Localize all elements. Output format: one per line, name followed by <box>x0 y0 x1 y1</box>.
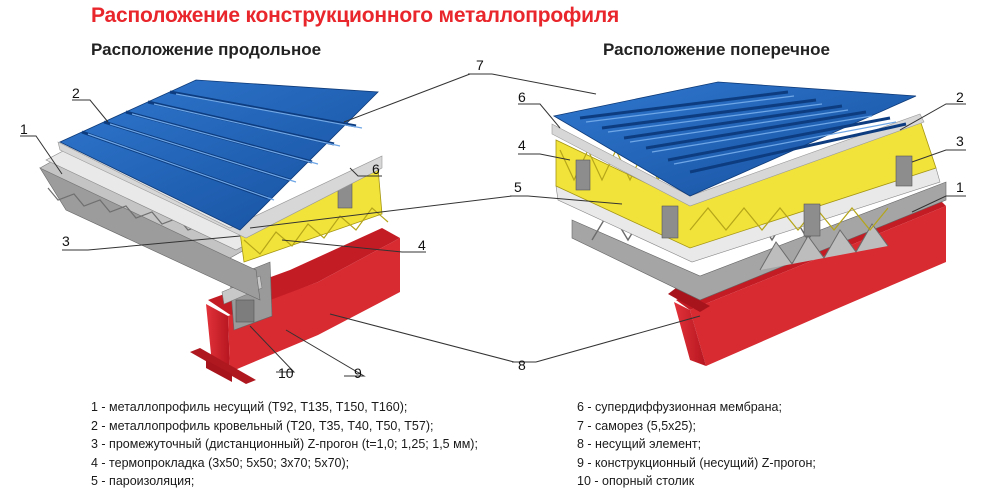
callout-7: 7 <box>476 57 484 73</box>
legend-item-1: 1 - металлопрофиль несущий (Т92, Т135, Т… <box>91 400 408 414</box>
left-membrane <box>57 141 383 239</box>
legend-item-5: 5 - пароизоляция; <box>91 474 195 489</box>
leader-lines <box>20 73 966 377</box>
callout-10: 10 <box>278 365 294 381</box>
callout-4-right: 4 <box>518 137 526 153</box>
legend-item-2: 2 - металлопрофиль кровельный (Т20, Т35,… <box>91 418 434 433</box>
diagram-title: Расположение конструкционного металлопро… <box>91 4 620 27</box>
legend-left: 1 - металлопрофиль несущий (Т92, Т135, Т… <box>91 398 561 491</box>
callout-9: 9 <box>354 365 362 381</box>
left-roof-sheet <box>59 79 379 231</box>
callout-2-left: 2 <box>72 85 80 101</box>
callout-6-right: 6 <box>518 89 526 105</box>
legend-right: 6 - супердиффузионная мембрана; 7 - само… <box>577 398 957 491</box>
callout-2-right: 2 <box>956 89 964 105</box>
legend-item-3: 3 - промежуточный (дистанционный) Z-прог… <box>91 437 478 452</box>
callout-1-right: 1 <box>956 179 964 195</box>
subtitle-longitudinal: Расположение продольное <box>91 40 322 59</box>
legend-item-10: 10 - опорный столик <box>577 474 695 489</box>
callout-6-left: 6 <box>372 161 380 177</box>
legend-item-4: 4 - термопрокладка (3х50; 5х50; 3х70; 5х… <box>91 455 350 470</box>
subtitle-transverse: Расположение поперечное <box>603 40 830 59</box>
callout-3-left: 3 <box>62 233 70 249</box>
right-roof-sheet <box>552 81 917 197</box>
callout-3-right: 3 <box>956 133 964 149</box>
legend-item-9: 9 - конструкционный (несущий) Z-прогон; <box>577 455 816 470</box>
left-assembly <box>39 79 400 384</box>
callout-1-left: 1 <box>20 121 28 137</box>
callout-8: 8 <box>518 357 526 373</box>
callout-4-left: 4 <box>418 237 426 253</box>
callout-5: 5 <box>514 179 522 195</box>
legend-item-7: 7 - саморез (5,5х25); <box>577 418 696 433</box>
right-assembly <box>551 81 947 366</box>
legend-item-8: 8 - несущий элемент; <box>577 437 702 452</box>
legend-item-6: 6 - супердиффузионная мембрана; <box>577 400 782 414</box>
